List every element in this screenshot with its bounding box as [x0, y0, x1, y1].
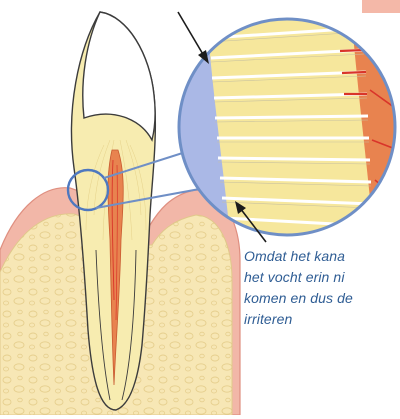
- caption-line-4: irriteren: [244, 311, 292, 327]
- corner-tab-marker: [362, 0, 400, 13]
- arrow-pointer-icon: [178, 12, 209, 64]
- caption-line-3: komen en dus de: [244, 290, 353, 306]
- caption-line-1: Omdat het kana: [244, 248, 345, 264]
- caption-line-2: het vocht erin ni: [244, 269, 345, 285]
